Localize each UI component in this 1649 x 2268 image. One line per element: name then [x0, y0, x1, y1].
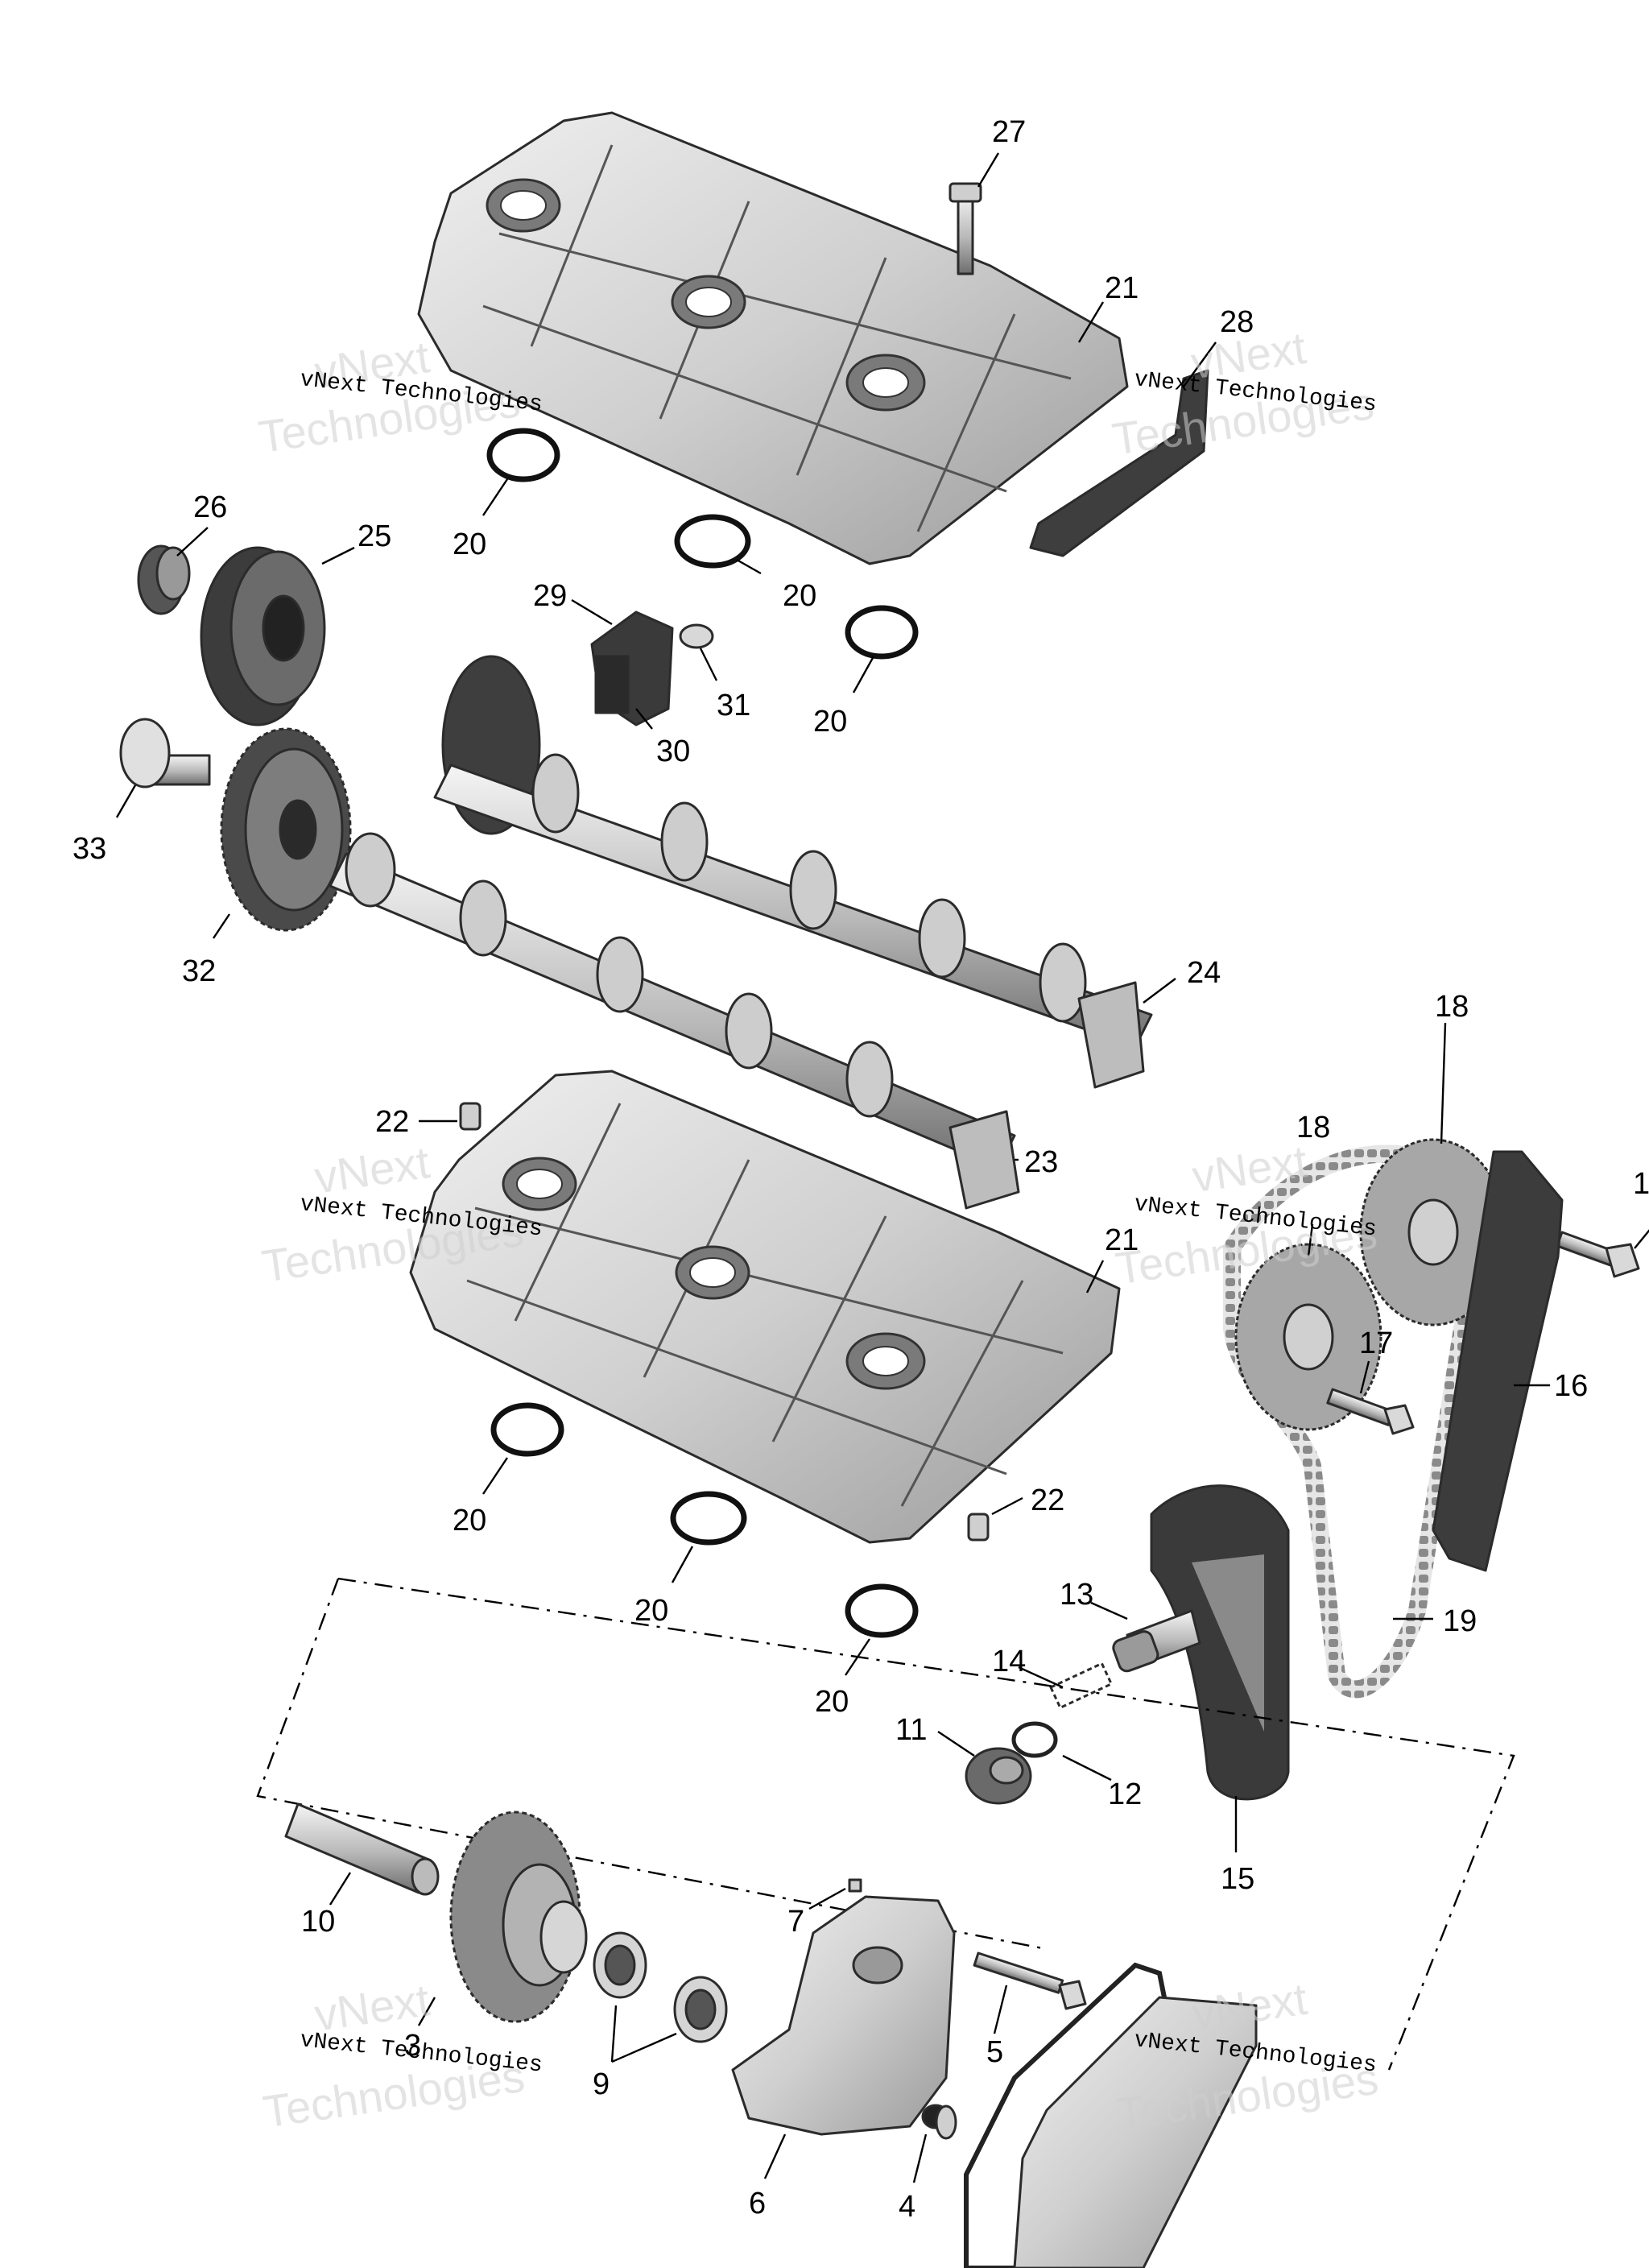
- watermark-big-line1: vNext: [1189, 1973, 1311, 2039]
- callout-17: 17: [1359, 1326, 1393, 1360]
- callout-22-upper: 22: [375, 1105, 409, 1139]
- callout-20-f: 20: [815, 1685, 849, 1719]
- bolt-33: [119, 718, 211, 788]
- tensioner-plunger-13: [1112, 1609, 1201, 1673]
- callout-30: 30: [656, 735, 690, 768]
- callout-4: 4: [899, 2190, 915, 2224]
- callout-22-lower: 22: [1031, 1484, 1064, 1517]
- callout-11: 11: [895, 1713, 927, 1747]
- callout-12: 12: [1108, 1778, 1142, 1811]
- callout-20-c: 20: [813, 705, 847, 739]
- cam-phaser-25: [200, 546, 326, 726]
- callout-26: 26: [193, 490, 227, 524]
- camshaft-carrier-lower: [409, 1070, 1121, 1544]
- callout-3: 3: [404, 2029, 421, 2063]
- sensor-29: [590, 610, 674, 726]
- spring-14: [1049, 1662, 1113, 1709]
- bearing-9b: [673, 1976, 728, 2043]
- callout-labels: 27 21 28 20 20 20 26 25 29 31 30 33 32 2…: [72, 115, 1649, 2224]
- plug-4: [921, 2104, 957, 2140]
- callout-24: 24: [1187, 956, 1221, 990]
- callout-20-e: 20: [634, 1594, 668, 1628]
- callout-31: 31: [717, 689, 750, 722]
- callout-9: 9: [593, 2067, 610, 2101]
- callout-32: 32: [182, 954, 216, 988]
- idler-gear-3: [449, 1811, 588, 2023]
- sprocket-18-right: [1359, 1138, 1507, 1326]
- callout-29: 29: [533, 579, 567, 613]
- seal-ring-12: [1011, 1721, 1058, 1758]
- callout-21-upper: 21: [1105, 271, 1139, 305]
- bolt-17: [1326, 1388, 1415, 1435]
- chain-guide-16: [1432, 1150, 1564, 1572]
- bearing-9a: [593, 1931, 647, 1999]
- callout-5: 5: [986, 2035, 1003, 2069]
- leader-lines: [115, 152, 1649, 2183]
- camshaft-24: [433, 655, 1153, 1089]
- gear-housing-6: [731, 1895, 956, 2136]
- dowel-22-lower: [967, 1513, 990, 1542]
- tensioner-arm-15: [1150, 1484, 1290, 1801]
- chain-guide-28: [1029, 369, 1209, 557]
- callout-10: 10: [301, 1905, 335, 1939]
- sprocket-18-left: [1234, 1243, 1382, 1431]
- cover-plate: [1013, 1996, 1258, 2268]
- bushing-26: [137, 544, 191, 615]
- bolt-1: [1556, 1231, 1640, 1278]
- cam-gear-32: [220, 727, 352, 932]
- pin-7: [848, 1878, 862, 1893]
- callout-1: 1: [1633, 1167, 1649, 1201]
- callout-19: 19: [1443, 1604, 1477, 1638]
- plug-11: [965, 1747, 1032, 1805]
- callout-20-d: 20: [453, 1504, 486, 1538]
- callout-20-b: 20: [783, 579, 816, 613]
- callout-14: 14: [992, 1645, 1026, 1678]
- callout-7: 7: [787, 1905, 804, 1939]
- bolt-5: [973, 1951, 1087, 2010]
- callout-21-lower: 21: [1105, 1223, 1139, 1257]
- dowel-22-upper: [459, 1102, 481, 1131]
- callout-13: 13: [1060, 1578, 1093, 1612]
- shaft-10: [284, 1802, 440, 1896]
- plug-31: [679, 623, 714, 649]
- callout-23: 23: [1024, 1145, 1058, 1179]
- callout-33: 33: [72, 832, 106, 866]
- o-rings-upper: [486, 428, 919, 660]
- callout-15: 15: [1221, 1862, 1254, 1896]
- subassembly-frame: [256, 1577, 1515, 2071]
- callout-27: 27: [992, 115, 1026, 149]
- callout-6: 6: [749, 2187, 766, 2220]
- callout-16: 16: [1554, 1369, 1588, 1403]
- camshaft-cover-upper: [417, 111, 1129, 565]
- camshaft-23: [329, 832, 1020, 1210]
- o-rings-lower: [490, 1402, 919, 1638]
- callout-18-left: 18: [1296, 1111, 1330, 1144]
- callout-18-right: 18: [1435, 990, 1469, 1024]
- callout-20-a: 20: [453, 528, 486, 561]
- watermark-big-line1: vNext: [312, 1136, 433, 1202]
- bolt-27: [948, 182, 982, 275]
- callout-28: 28: [1220, 305, 1254, 339]
- callout-25: 25: [357, 519, 391, 553]
